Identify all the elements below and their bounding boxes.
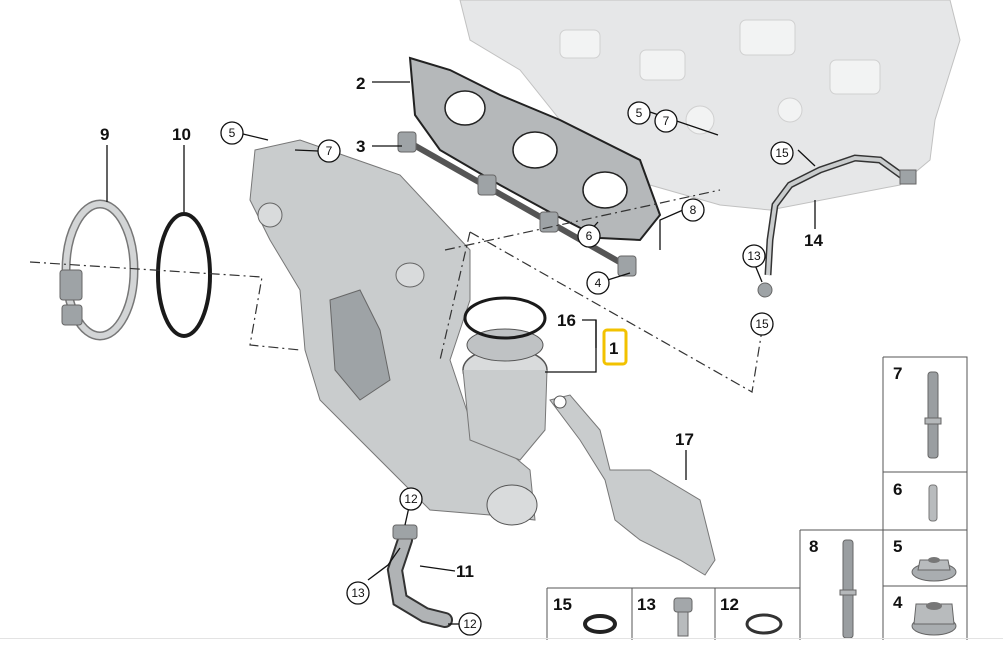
callout-labels: 2 3 9 10 16 1 14 17 11 xyxy=(100,74,823,581)
cylinder-head xyxy=(459,0,961,211)
table-label-13: 13 xyxy=(637,595,656,614)
callout-13-top: 13 xyxy=(742,244,766,268)
callout-16: 16 xyxy=(557,311,576,330)
stud-7-image xyxy=(924,371,942,459)
nut-4-image xyxy=(911,602,957,636)
seal-ring-10 xyxy=(156,212,212,338)
v-band-clamp xyxy=(59,199,139,341)
callout-14: 14 xyxy=(804,231,823,250)
table-label-4: 4 xyxy=(893,593,903,612)
callout-5-right: 5 xyxy=(627,101,651,125)
callout-12-top: 12 xyxy=(399,487,423,511)
callout-1: 1 xyxy=(609,339,618,358)
exhaust-gasket xyxy=(408,56,662,242)
seal-15-image xyxy=(583,614,617,634)
circled-callouts: 5 7 5 7 15 8 6 4 13 15 12 13 12 xyxy=(220,101,794,636)
svg-text:7: 7 xyxy=(663,114,670,128)
callout-15-top: 15 xyxy=(770,141,794,165)
seal-ring-16 xyxy=(463,296,547,340)
pin-6-image xyxy=(928,484,938,522)
svg-text:15: 15 xyxy=(775,146,789,160)
highlight-box xyxy=(602,328,628,366)
turbocharger-manifold xyxy=(249,139,548,526)
callout-13-bottom: 13 xyxy=(346,581,370,605)
callout-6: 6 xyxy=(577,224,601,248)
table-label-6: 6 xyxy=(893,480,902,499)
table-label-5: 5 xyxy=(893,537,902,556)
seal-12-image xyxy=(745,613,783,635)
svg-text:13: 13 xyxy=(351,586,365,600)
table-label-12: 12 xyxy=(720,595,739,614)
alignment-lines xyxy=(29,189,763,393)
callout-10: 10 xyxy=(172,125,191,144)
svg-text:5: 5 xyxy=(636,106,643,120)
nut-5-image xyxy=(911,557,957,582)
bolt-13-image xyxy=(673,597,693,637)
small-parts-table: 7 6 8 5 4 15 13 12 xyxy=(546,356,968,640)
table-label-7: 7 xyxy=(893,364,902,383)
svg-text:12: 12 xyxy=(404,492,418,506)
oil-feed-pipe xyxy=(757,154,917,298)
callout-5-left: 5 xyxy=(220,121,244,145)
callout-7-left: 7 xyxy=(317,139,341,163)
callout-3: 3 xyxy=(356,137,365,156)
svg-text:13: 13 xyxy=(747,249,761,263)
callout-8: 8 xyxy=(681,198,705,222)
svg-text:6: 6 xyxy=(586,229,593,243)
callout-17: 17 xyxy=(675,430,694,449)
svg-text:7: 7 xyxy=(326,144,333,158)
table-label-15: 15 xyxy=(553,595,572,614)
table-label-8: 8 xyxy=(809,537,818,556)
leader-lines xyxy=(106,81,816,625)
svg-text:5: 5 xyxy=(229,126,236,140)
callout-9: 9 xyxy=(100,125,109,144)
callout-11: 11 xyxy=(456,562,474,581)
callout-12-bottom: 12 xyxy=(458,612,482,636)
coolant-hose xyxy=(386,524,453,628)
callout-15-mid: 15 xyxy=(750,312,774,336)
callout-2: 2 xyxy=(356,74,365,93)
callout-4: 4 xyxy=(586,271,610,295)
svg-text:12: 12 xyxy=(463,617,477,631)
wastegate-actuator xyxy=(549,394,716,576)
bottom-divider xyxy=(0,638,1003,639)
svg-text:8: 8 xyxy=(690,203,697,217)
svg-text:15: 15 xyxy=(755,317,769,331)
callout-7-right: 7 xyxy=(654,109,678,133)
stud-8-image xyxy=(839,539,857,639)
svg-text:4: 4 xyxy=(595,276,602,290)
